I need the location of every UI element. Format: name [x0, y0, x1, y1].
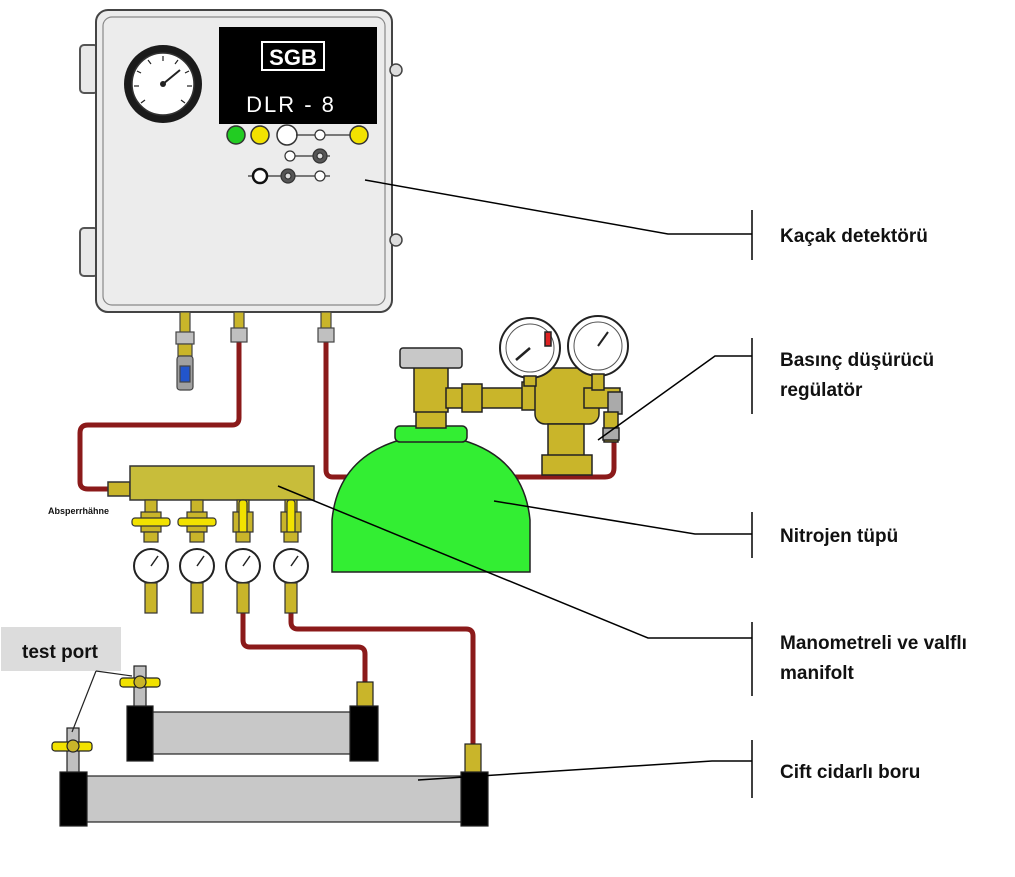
manifold: [107, 465, 315, 501]
leader-manifold: [277, 485, 752, 639]
detector-screw-top: [389, 63, 403, 77]
led-yellow-1: [250, 125, 270, 145]
valve-handle-2[interactable]: [177, 517, 217, 527]
regulator-adjust-knob[interactable]: [541, 454, 593, 476]
brand-badge: [261, 41, 325, 71]
leader-pipe: [417, 760, 752, 781]
detector-screw-bottom: [389, 233, 403, 247]
nitrogen-tank: [331, 347, 531, 573]
pipe-lower-body: [83, 775, 467, 823]
label-nitrogen-tank: Nitrojen tüpü: [780, 526, 899, 547]
valve-handle-3[interactable]: [238, 499, 248, 535]
detector-gauge: [124, 45, 202, 123]
label-double-wall-pipe: Cift cidarlı boru: [780, 762, 921, 783]
brand-logo: SGB: [269, 45, 317, 70]
pipe-lower-endcap-left: [59, 771, 88, 827]
leak-detector: SGB DLR - 8: [79, 9, 403, 313]
regulator-gauge-left: [499, 317, 561, 387]
valve-handle-1[interactable]: [131, 517, 171, 527]
hoses: [77, 337, 617, 753]
valve-unit-2: [177, 499, 217, 614]
detector-housing-inner: [102, 16, 386, 306]
led-row-1: [226, 124, 369, 146]
valve-handle-4[interactable]: [286, 499, 296, 535]
pipe-upper-endcap-left: [126, 705, 154, 762]
pipe-upper: [119, 665, 379, 762]
leader-detector: [364, 179, 752, 235]
regulator-gauge-right: [567, 315, 629, 391]
hose-manifold-to-pipe1: [240, 609, 368, 693]
pipe-upper-endcap-right: [349, 705, 379, 762]
detector-fittings: [175, 311, 335, 391]
tank-body: [331, 439, 531, 573]
label-manifold-line2: manifolt: [780, 663, 854, 684]
pipe-upper-body: [149, 711, 356, 755]
hose-detector-to-manifold: [77, 337, 242, 492]
valve-unit-4: [273, 499, 309, 614]
manifold-bar: [129, 465, 315, 501]
valve-unit-1: [131, 499, 171, 614]
tank-valve-handwheel[interactable]: [399, 347, 463, 369]
label-manifold-line1: Manometreli ve valflı: [780, 633, 967, 654]
led-yellow-2: [349, 125, 369, 145]
test-port-label-box: [1, 627, 121, 671]
test-port-label: test port: [22, 642, 99, 663]
led-black-ring: [251, 167, 269, 185]
leader-tank: [493, 500, 752, 535]
pipe-lower-endcap-right: [460, 771, 489, 827]
led-white: [276, 124, 298, 146]
valves-label: Absperrhähne: [48, 506, 109, 516]
model-label: DLR - 8: [246, 92, 336, 117]
control-buttons: [248, 129, 350, 185]
pressure-regulator: [499, 315, 629, 476]
label-regulator-line1: Basınç düşürücü: [780, 350, 935, 371]
pipe-lower: [51, 727, 489, 827]
manifold-inlet-fitting: [107, 481, 131, 497]
test-port-leader: [71, 670, 97, 733]
callout-leaders: [277, 179, 753, 798]
hose-manifold-to-pipe2: [288, 609, 476, 753]
label-regulator-line2: regülatör: [780, 380, 863, 401]
leader-regulator: [597, 355, 752, 441]
valve-unit-3: [225, 499, 261, 614]
label-leak-detector: Kaçak detektörü: [780, 226, 928, 247]
led-green: [226, 125, 246, 145]
